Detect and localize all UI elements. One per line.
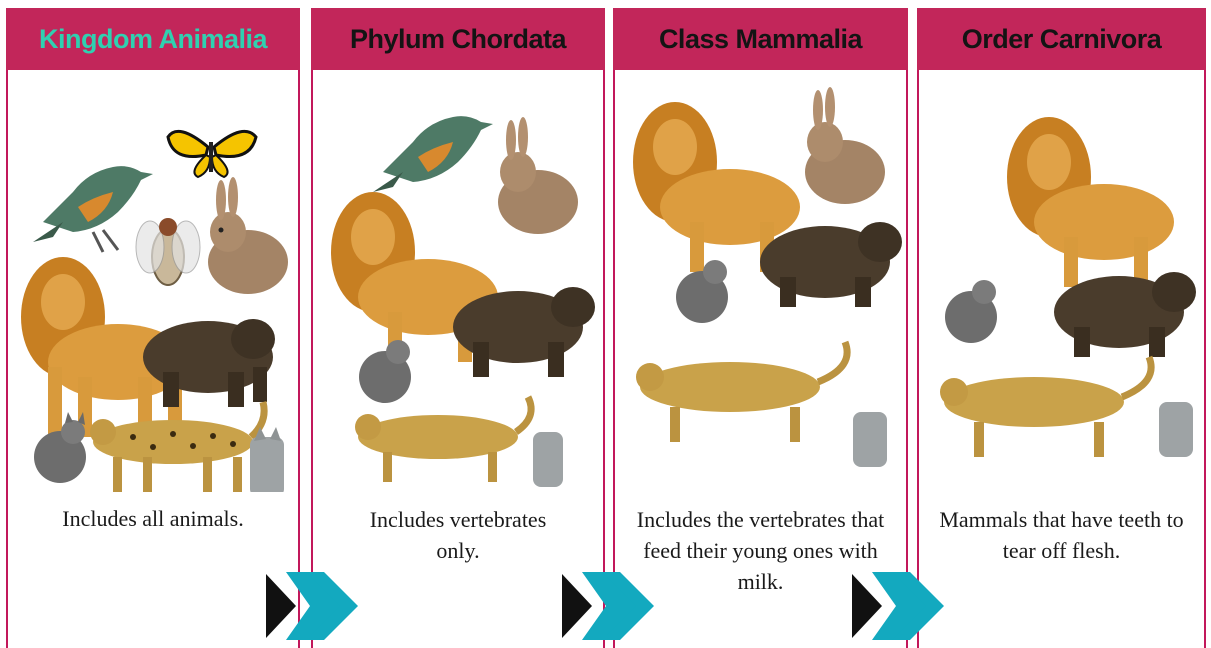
- rabbit-icon: [208, 177, 288, 294]
- bear-icon: [760, 222, 902, 307]
- panel-title: Phylum Chordata: [350, 24, 566, 55]
- animal-illustrations: [313, 72, 603, 492]
- bird-icon: [33, 166, 153, 252]
- fly-icon: [136, 218, 200, 285]
- bear-icon: [453, 287, 595, 377]
- panel-title: Kingdom Animalia: [39, 24, 267, 55]
- lion-icon: [1007, 117, 1174, 287]
- leopard-icon: [355, 397, 531, 482]
- animal-illustrations: [8, 72, 298, 492]
- leopard-icon: [636, 342, 847, 442]
- panel-header: Order Carnivora: [917, 8, 1206, 70]
- wolf-icon: [853, 412, 887, 467]
- panel-description: Includes vertebrates only.: [313, 504, 603, 566]
- cat-icon: [945, 280, 997, 343]
- rabbit-icon: [498, 117, 578, 234]
- wolf-icon: [1159, 402, 1193, 457]
- panel-order-carnivora: Order Carnivora: [917, 8, 1206, 648]
- panel-header: Class Mammalia: [613, 8, 908, 70]
- arrow-right-icon: [266, 572, 366, 640]
- animal-illustrations: [615, 72, 906, 492]
- panel-kingdom-animalia: Kingdom Animalia: [6, 8, 300, 648]
- wolf-icon: [533, 432, 563, 487]
- bear-icon: [143, 319, 275, 407]
- bird-icon: [373, 116, 493, 192]
- leopard-icon: [940, 357, 1151, 457]
- panel-phylum-chordata: Phylum Chordata: [311, 8, 605, 648]
- arrow-right-icon: [562, 572, 662, 640]
- panel-class-mammalia: Class Mammalia: [613, 8, 908, 648]
- animal-illustrations: [919, 72, 1204, 492]
- panel-title: Class Mammalia: [659, 24, 862, 55]
- panel-title: Order Carnivora: [962, 24, 1162, 55]
- panel-header: Kingdom Animalia: [6, 8, 300, 70]
- butterfly-icon: [168, 131, 256, 177]
- panel-header: Phylum Chordata: [311, 8, 605, 70]
- arrow-right-icon: [852, 572, 952, 640]
- rabbit-icon: [805, 87, 885, 204]
- cat-icon: [359, 340, 411, 403]
- panel-description: Includes all animals.: [8, 504, 298, 534]
- panel-description: Mammals that have teeth to tear off fles…: [919, 504, 1204, 566]
